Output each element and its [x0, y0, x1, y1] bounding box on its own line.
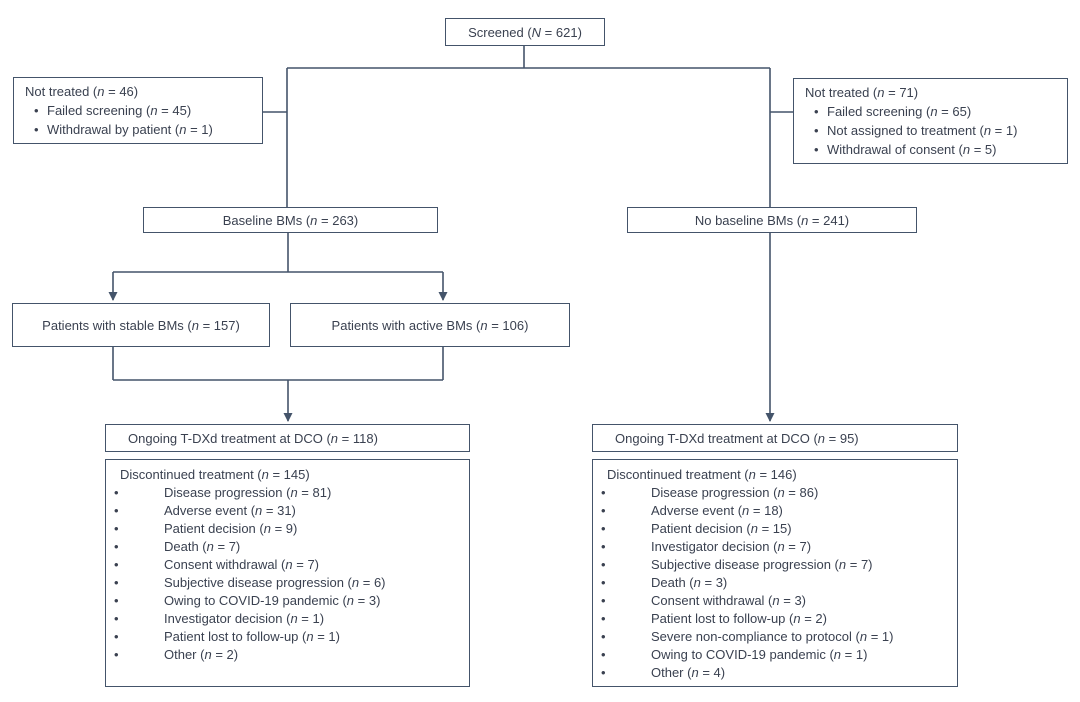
bullet-item: Patient decision (n = 9): [114, 520, 459, 538]
bullet-item: Investigator decision (n = 1): [114, 610, 459, 628]
box-not-treated-right-list: Failed screening (n = 65)Not assigned to…: [805, 102, 1057, 159]
box-active-bms-label: Patients with active BMs (n = 106): [331, 317, 529, 333]
bullet-item: Consent withdrawal (n = 3): [601, 592, 947, 610]
bullet-item: Not assigned to treatment (n = 1): [805, 121, 1057, 140]
box-stable-bms-label: Patients with stable BMs (n = 157): [42, 317, 240, 333]
bullet-item: Other (n = 4): [601, 664, 947, 682]
bullet-item: Patient decision (n = 15): [601, 520, 947, 538]
box-ongoing-right-label: Ongoing T-DXd treatment at DCO (n = 95): [615, 430, 859, 446]
bullet-item: Disease progression (n = 86): [601, 484, 947, 502]
bullet-item: Adverse event (n = 31): [114, 502, 459, 520]
box-ongoing-left: Ongoing T-DXd treatment at DCO (n = 118): [105, 424, 470, 452]
box-not-treated-right: Not treated (n = 71) Failed screening (n…: [793, 78, 1068, 164]
box-screened-label: Screened (N = 621): [468, 24, 582, 40]
box-discontinued-left: Discontinued treatment (n = 145) Disease…: [105, 459, 470, 687]
box-discontinued-left-title: Discontinued treatment (n = 145): [120, 467, 310, 482]
box-discontinued-right: Discontinued treatment (n = 146) Disease…: [592, 459, 958, 687]
box-no-baseline-bms: No baseline BMs (n = 241): [627, 207, 917, 233]
box-discontinued-right-title: Discontinued treatment (n = 146): [607, 467, 797, 482]
box-not-treated-left-title: Not treated (n = 46): [25, 84, 139, 99]
bullet-item: Death (n = 7): [114, 538, 459, 556]
bullet-item: Investigator decision (n = 7): [601, 538, 947, 556]
box-baseline-bms-label: Baseline BMs (n = 263): [222, 212, 359, 228]
box-not-treated-left: Not treated (n = 46) Failed screening (n…: [13, 77, 263, 144]
bullet-item: Severe non-compliance to protocol (n = 1…: [601, 628, 947, 646]
bullet-item: Withdrawal by patient (n = 1): [25, 120, 252, 139]
bullet-item: Owing to COVID-19 pandemic (n = 1): [601, 646, 947, 664]
bullet-item: Disease progression (n = 81): [114, 484, 459, 502]
bullet-item: Failed screening (n = 45): [25, 101, 252, 120]
bullet-item: Owing to COVID-19 pandemic (n = 3): [114, 592, 459, 610]
bullet-item: Withdrawal of consent (n = 5): [805, 140, 1057, 159]
bullet-item: Failed screening (n = 65): [805, 102, 1057, 121]
box-baseline-bms: Baseline BMs (n = 263): [143, 207, 438, 233]
bullet-item: Other (n = 2): [114, 646, 459, 664]
bullet-item: Patient lost to follow-up (n = 2): [601, 610, 947, 628]
box-ongoing-left-label: Ongoing T-DXd treatment at DCO (n = 118): [128, 430, 378, 446]
bullet-item: Subjective disease progression (n = 7): [601, 556, 947, 574]
box-active-bms: Patients with active BMs (n = 106): [290, 303, 570, 347]
box-discontinued-left-list: Disease progression (n = 81)Adverse even…: [114, 484, 459, 664]
bullet-item: Patient lost to follow-up (n = 1): [114, 628, 459, 646]
box-screened: Screened (N = 621): [445, 18, 605, 46]
box-not-treated-right-title: Not treated (n = 71): [805, 85, 919, 100]
bullet-item: Subjective disease progression (n = 6): [114, 574, 459, 592]
bullet-item: Consent withdrawal (n = 7): [114, 556, 459, 574]
box-not-treated-left-list: Failed screening (n = 45)Withdrawal by p…: [25, 101, 252, 139]
box-discontinued-right-list: Disease progression (n = 86)Adverse even…: [601, 484, 947, 682]
box-no-baseline-bms-label: No baseline BMs (n = 241): [694, 212, 850, 228]
box-stable-bms: Patients with stable BMs (n = 157): [12, 303, 270, 347]
bullet-item: Death (n = 3): [601, 574, 947, 592]
bullet-item: Adverse event (n = 18): [601, 502, 947, 520]
box-ongoing-right: Ongoing T-DXd treatment at DCO (n = 95): [592, 424, 958, 452]
